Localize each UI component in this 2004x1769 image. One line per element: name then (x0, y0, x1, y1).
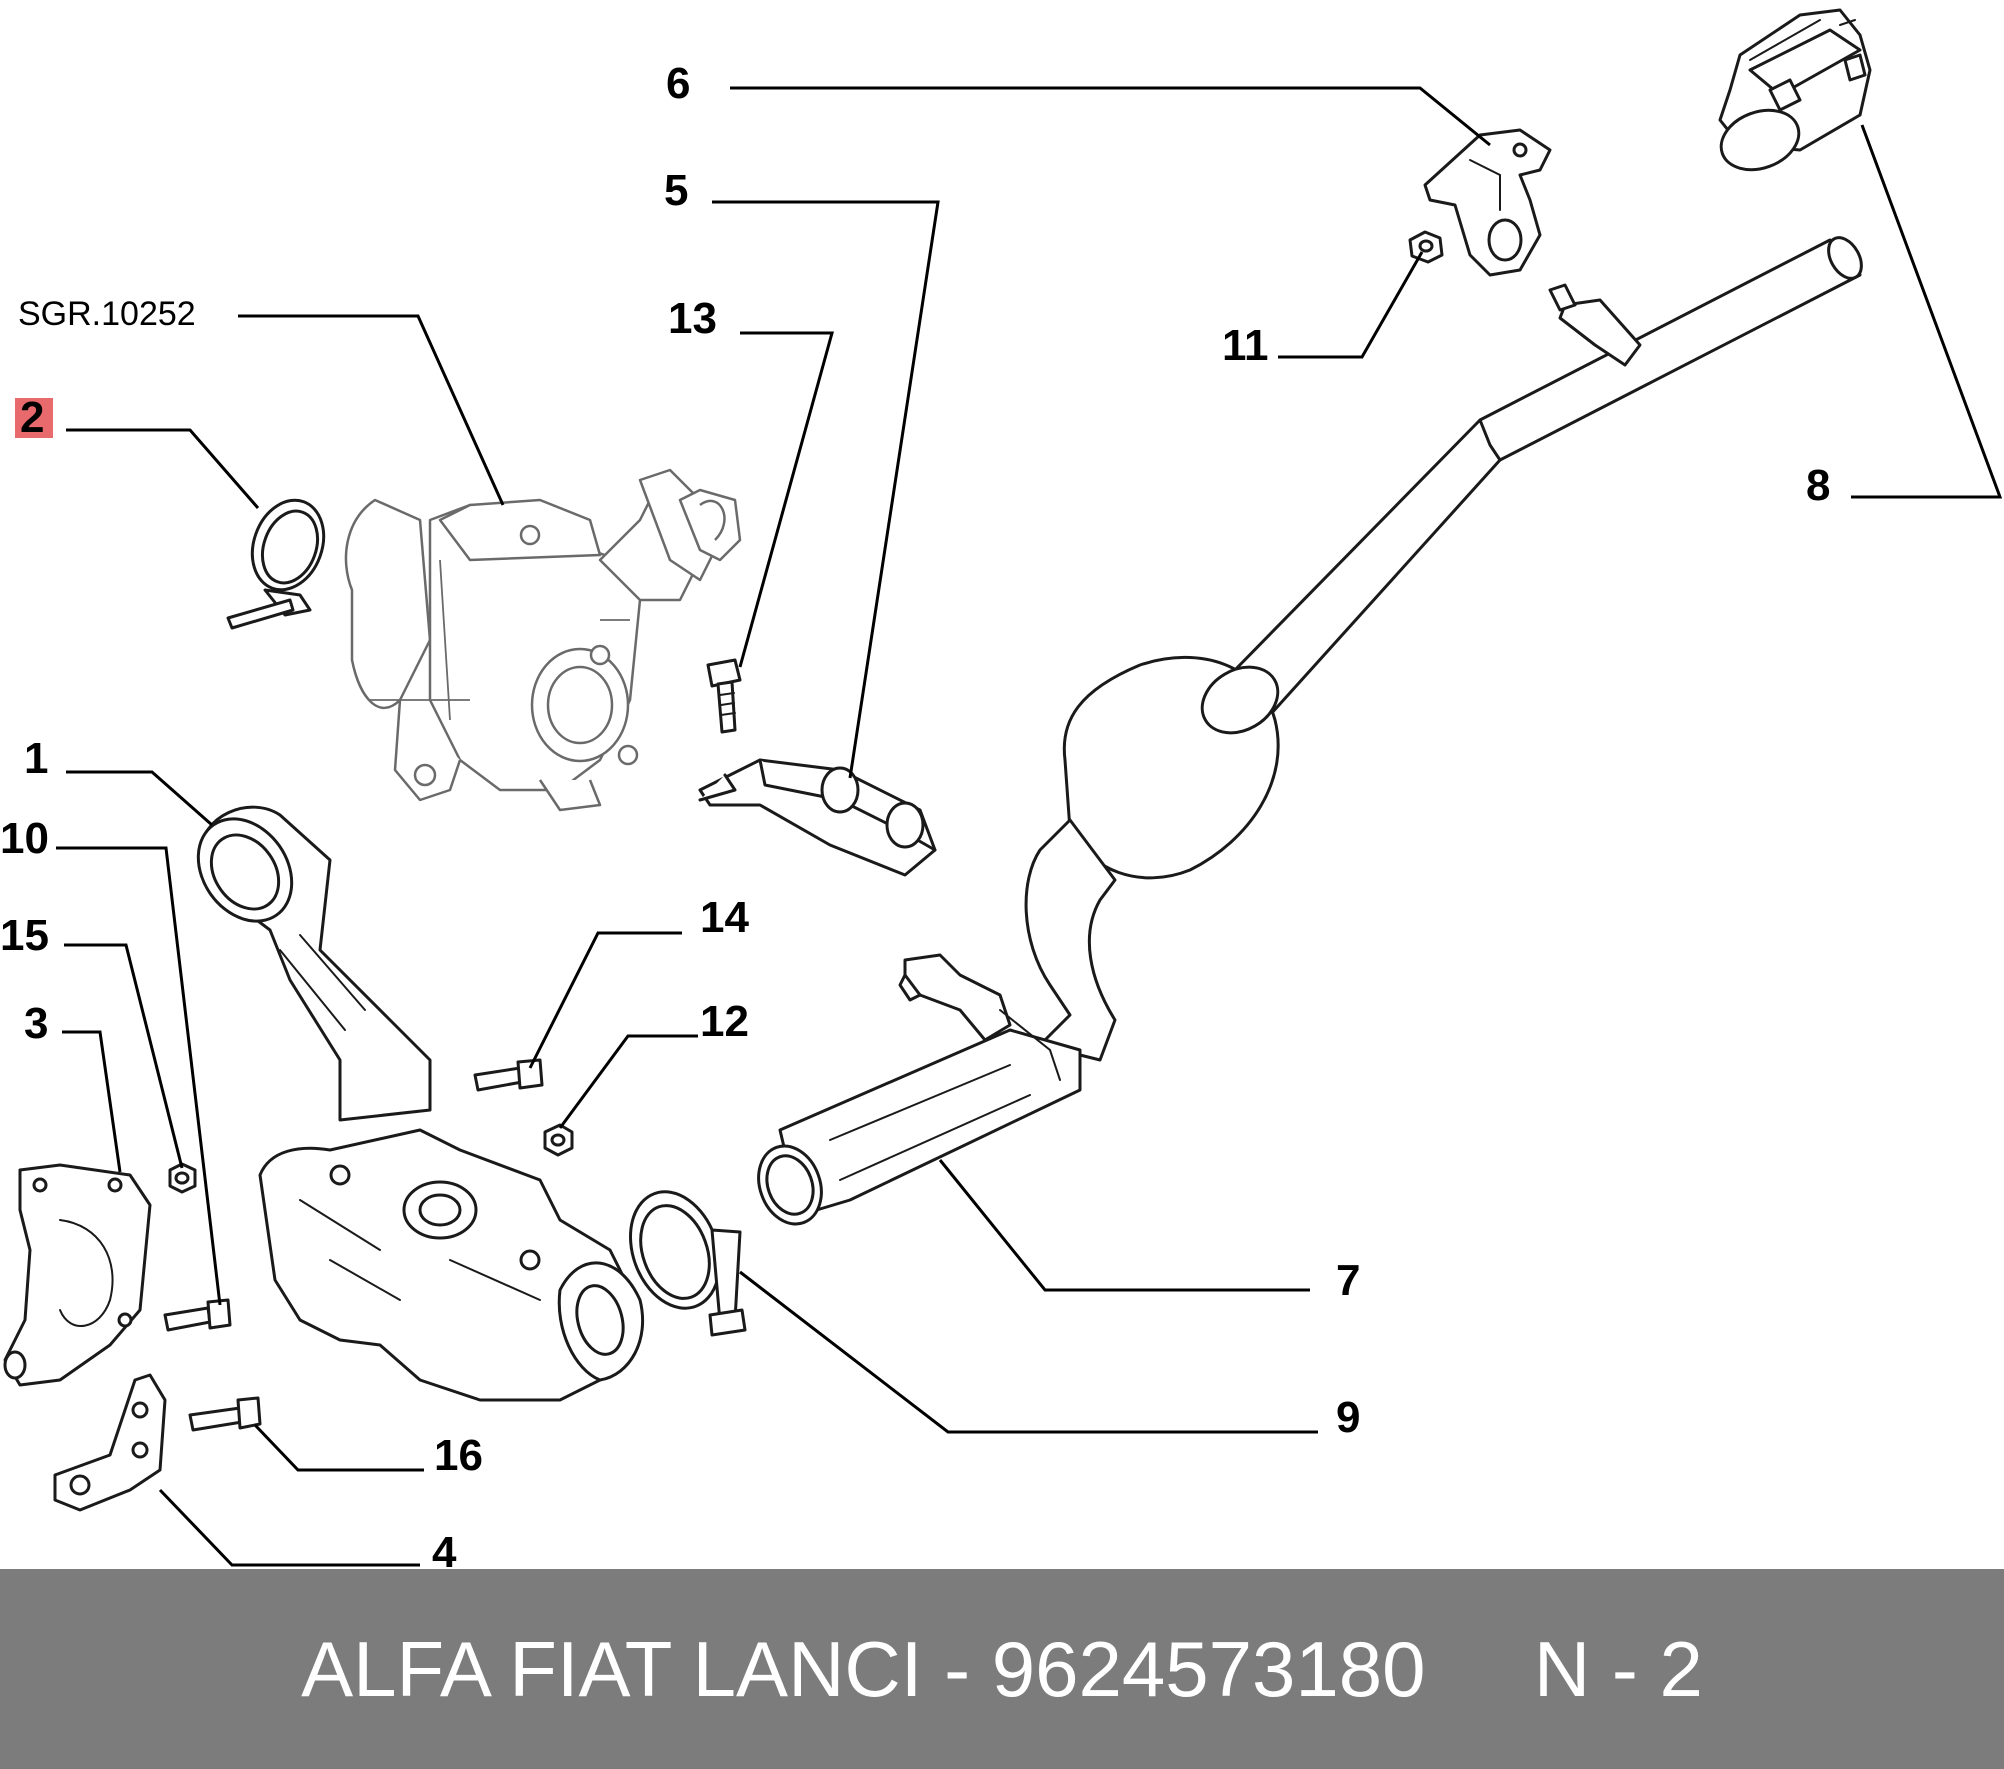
part-10-bolt-drawing (163, 1298, 232, 1332)
part-4-bracket-drawing (53, 1373, 167, 1512)
callout-8: 8 (1806, 461, 1830, 510)
leader-8 (1851, 124, 2003, 499)
leader-9 (739, 1270, 1318, 1434)
leader-7 (938, 1159, 1310, 1292)
callout-labels: SGR.10252 1 2 3 4 5 6 7 8 9 10 11 12 13 … (0, 59, 1830, 1577)
callout-1: 1 (24, 734, 48, 783)
callout-6: 6 (666, 59, 690, 108)
reference-label: SGR.10252 (18, 295, 196, 333)
callout-13: 13 (668, 294, 717, 343)
part-9-gasket-drawing (629, 1190, 747, 1337)
leader-5 (712, 200, 940, 779)
callout-10: 10 (0, 814, 49, 863)
leader-6 (730, 86, 1491, 147)
leader-2 (66, 428, 260, 509)
callout-4: 4 (432, 1528, 457, 1577)
leader-12 (558, 1034, 698, 1129)
leader-4 (158, 1488, 420, 1567)
callout-14: 14 (700, 893, 749, 942)
part-2-clamp-drawing (226, 498, 326, 630)
footer-banner: ALFA FIAT LANCI - 9624573180 N - 2 (0, 1569, 2004, 1769)
callout-5: 5 (664, 166, 688, 215)
leader-3 (62, 1030, 122, 1173)
footer-part-number: ALFA FIAT LANCI - 9624573180 N - 2 (301, 1625, 1703, 1713)
leader-13 (738, 331, 834, 668)
part-14-bolt-drawing (473, 1058, 544, 1092)
part-15-nut-drawing (168, 1162, 197, 1194)
part-16-bolt-drawing (188, 1396, 262, 1432)
leader-10 (56, 846, 222, 1306)
callout-3: 3 (24, 999, 48, 1048)
leader-14 (528, 931, 682, 1069)
callout-12: 12 (700, 997, 749, 1046)
part-12-nut-drawing (543, 1123, 574, 1157)
part-6-hanger-drawing (1423, 128, 1552, 277)
callout-16: 16 (434, 1431, 483, 1480)
callout-15: 15 (0, 911, 49, 960)
part-5-bracket-drawing (698, 758, 937, 877)
leader-1 (66, 770, 213, 827)
callout-2-highlight (15, 398, 53, 438)
turbocharger-drawing (344, 468, 742, 812)
part-1-hose-drawing (196, 805, 432, 1122)
part-3-heat-shield-drawing (3, 1163, 152, 1387)
callout-7: 7 (1336, 1256, 1360, 1305)
dpf-housing-drawing (258, 1128, 645, 1402)
part-8-clamp-drawing (1718, 8, 1872, 172)
callout-11: 11 (1222, 321, 1269, 370)
leader-16 (253, 1423, 424, 1472)
leader-11 (1278, 251, 1424, 359)
part-7-exhaust-pipe-drawing (757, 236, 1863, 1226)
leader-15 (64, 943, 184, 1169)
callout-9: 9 (1336, 1393, 1360, 1442)
leader-sgr (238, 314, 505, 506)
part-13-bolt-drawing (706, 658, 742, 734)
callout-2: 2 (20, 393, 44, 442)
leader-lines (56, 86, 2003, 1567)
part-11-nut-drawing (1408, 230, 1444, 264)
